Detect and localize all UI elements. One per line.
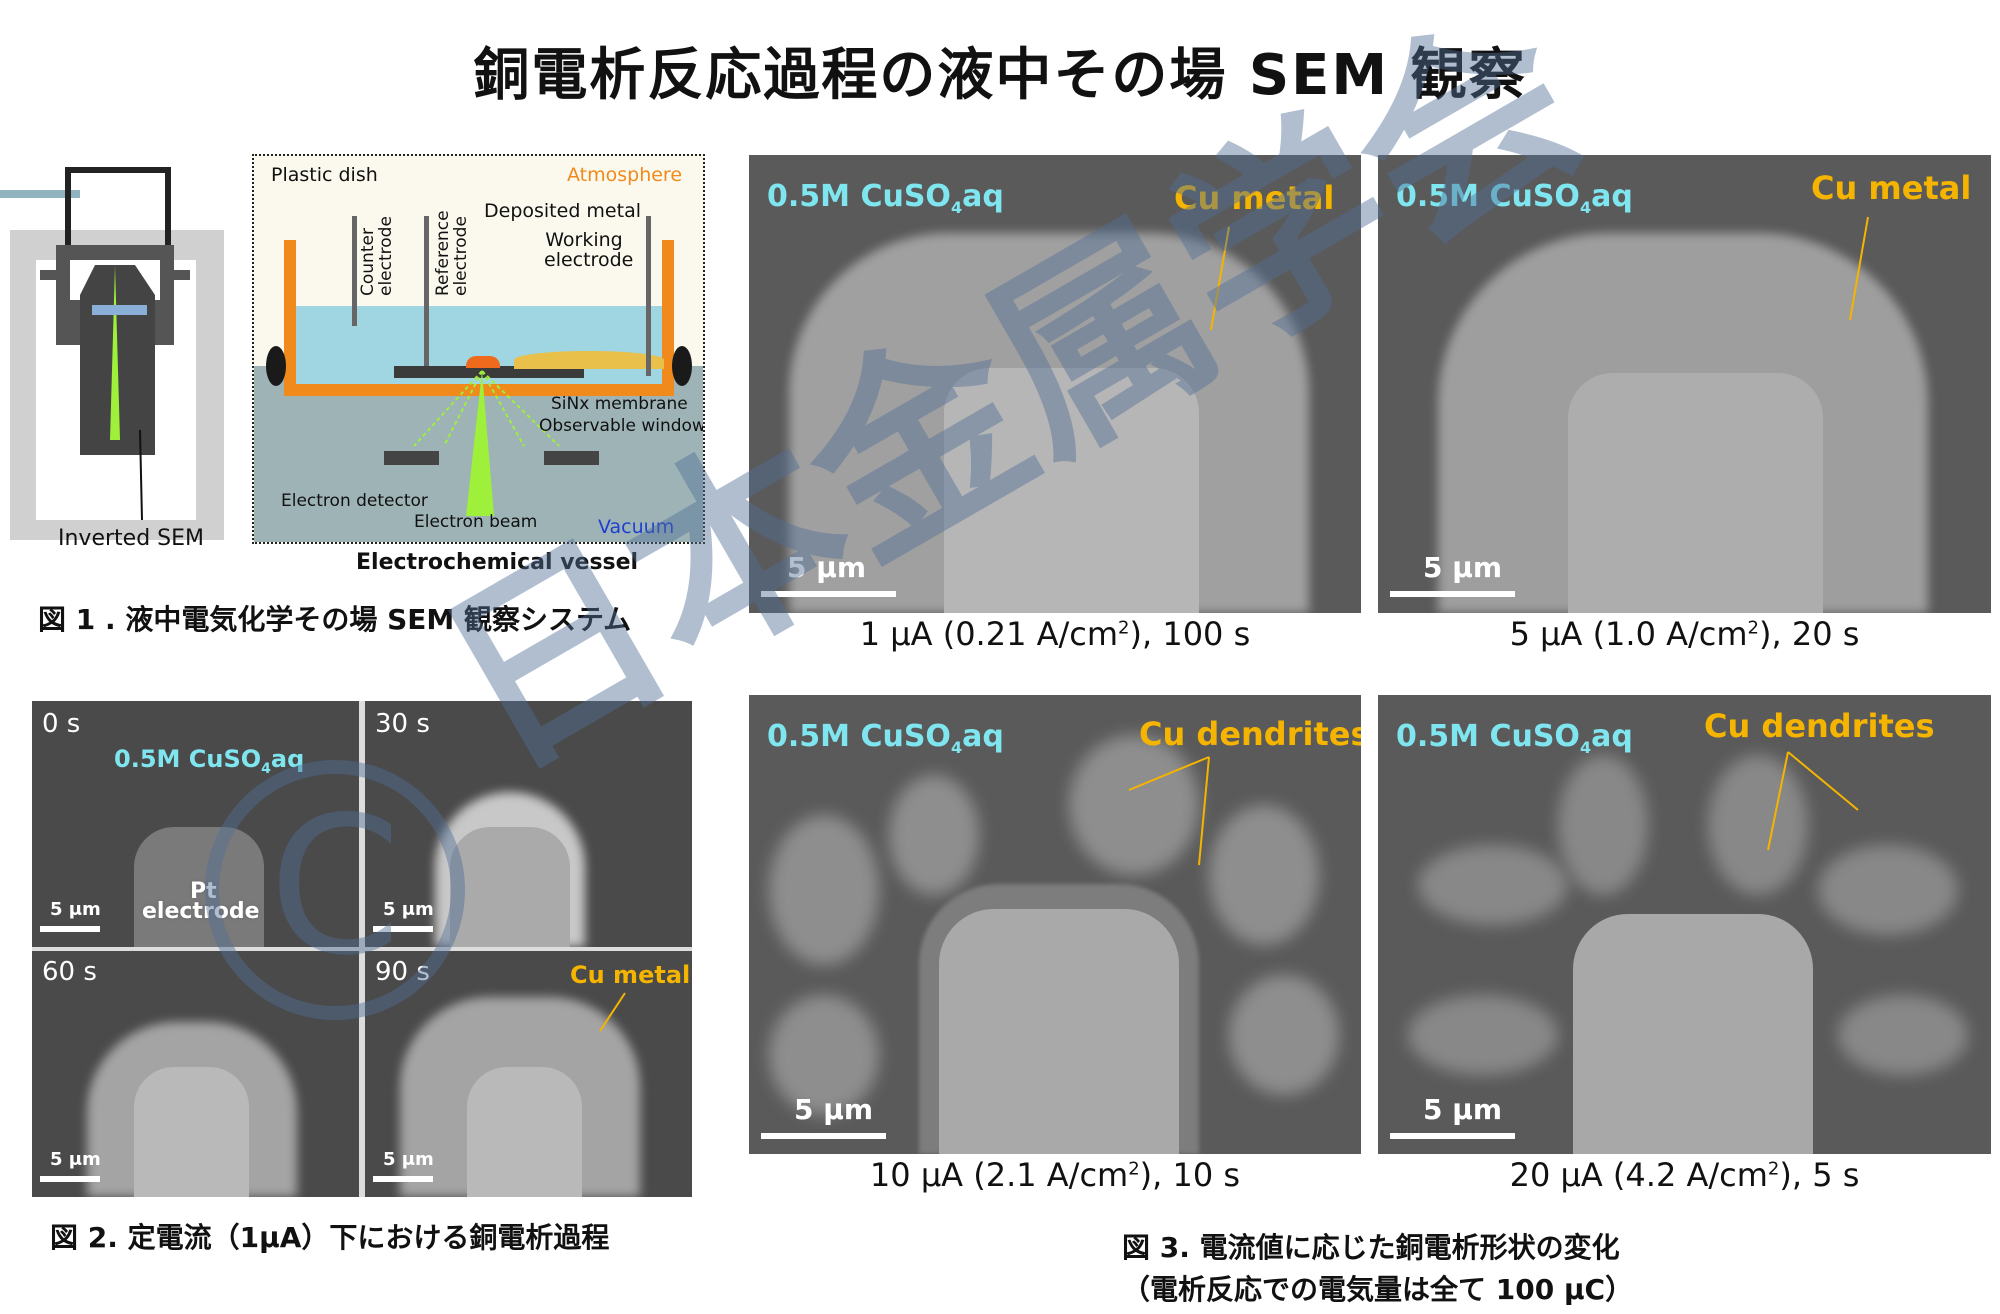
scale-label: 5 μm [1423,1093,1503,1126]
time-label: 30 s [375,709,430,739]
fig2-caption: 図 2. 定電流（1μA）下における銅電析過程 [50,1221,610,1254]
cu-metal-label: Cu metal [570,961,691,989]
solution-label: 0.5M CuSO4aq [767,719,1004,757]
scale-label: 5 μm [50,899,101,920]
fig3-caption-line1: 図 3. 電流値に応じた銅電析形状の変化 [1122,1231,1620,1264]
fig3-condition-3: 10 μA (2.1 A/cm2), 10 s [869,1156,1241,1194]
inverted-sem-label: Inverted SEM [58,526,204,551]
fig3-panel-10uA: 0.5M CuSO4aq Cu dendrites 5 μm [749,695,1361,1154]
scale-label: 5 μm [383,899,434,920]
electrode-label: electrode [142,899,260,924]
scale-label: 5 μm [1423,551,1503,584]
scale-label: 5 μm [794,1093,874,1126]
scale-label: 5 μm [383,1149,434,1170]
fig3-condition-2: 5 μA (1.0 A/cm2), 20 s [1509,615,1860,653]
fig2-panel-60s: 60 s 5 μm [32,951,359,1197]
plastic-dish-label: Plastic dish [271,164,378,186]
scale-bar [761,591,896,597]
solution-label: 0.5M CuSO4aq [1396,719,1633,757]
scale-bar [373,926,433,932]
cu-dendrites-label: Cu dendrites [1704,707,1935,745]
fig2-panel-90s: 90 s Cu metal 5 μm [365,951,692,1197]
fig3-panel-5uA: 0.5M CuSO4aq Cu metal 5 μm [1378,155,1991,613]
scale-bar [1390,1133,1515,1139]
fig3-panel-1uA: 0.5M CuSO4aq Cu metal 5 μm [749,155,1361,613]
cu-metal-label: Cu metal [1174,179,1335,217]
fig1-caption: 図 1 . 液中電気化学その場 SEM 観察システム [38,603,632,636]
fig2-grid: 0 s 0.5M CuSO4aq Pt electrode 5 μm 30 s … [32,701,692,1197]
inverted-sem-illustration [0,167,224,540]
time-label: 0 s [42,709,81,739]
sinx-membrane-label: SiNx membrane [551,394,688,414]
scale-label: 5 μm [50,1149,101,1170]
vessel-title: Electrochemical vessel [356,550,639,575]
electron-beam-icon [384,370,599,516]
electrochemical-vessel-diagram: Plastic dish Atmosphere Counter electrod… [252,154,705,544]
reference-electrode-label: Reference electrode [433,210,471,296]
time-label: 90 s [375,957,430,987]
counter-electrode-label: Counter electrode [358,216,396,296]
scale-bar [761,1133,886,1139]
fig2-panel-30s: 30 s 5 μm [365,701,692,947]
working-electrode-label: Working electrode [544,229,634,271]
scale-bar [40,926,100,932]
fig3-condition-4: 20 μA (4.2 A/cm2), 5 s [1509,1156,1860,1194]
fig3-condition-1: 1 μA (0.21 A/cm2), 100 s [859,615,1251,653]
electron-beam-label: Electron beam [414,512,538,532]
fig3-panel-20uA: 0.5M CuSO4aq Cu dendrites 5 μm [1378,695,1991,1154]
solution-label: 0.5M CuSO4aq [767,179,1004,217]
fig2-panel-0s: 0 s 0.5M CuSO4aq Pt electrode 5 μm [32,701,359,947]
vacuum-label: Vacuum [598,516,675,538]
solution-label: 0.5M CuSO4aq [1396,179,1633,217]
cu-dendrites-label: Cu dendrites [1139,715,1361,753]
solution-label: 0.5M CuSO4aq [114,745,305,777]
observable-window-label: Observable window [539,416,705,436]
time-label: 60 s [42,957,97,987]
scale-label: 5 μm [787,551,867,584]
scale-bar [373,1176,433,1182]
deposited-metal-label: Deposited metal [484,200,641,222]
cu-metal-label: Cu metal [1811,169,1972,207]
pt-label: Pt [190,879,217,904]
fig1-inverted-sem-diagram: Inverted SEM [0,160,240,560]
scale-bar [40,1176,100,1182]
scale-bar [1390,591,1515,597]
atmosphere-label: Atmosphere [567,164,683,186]
electron-detector-label: Electron detector [281,491,428,511]
page-title: 銅電析反応過程の液中その場 SEM 観察 [473,43,1527,108]
fig3-caption-line2: （電析反応での電気量は全て 100 μC） [1122,1273,1634,1306]
